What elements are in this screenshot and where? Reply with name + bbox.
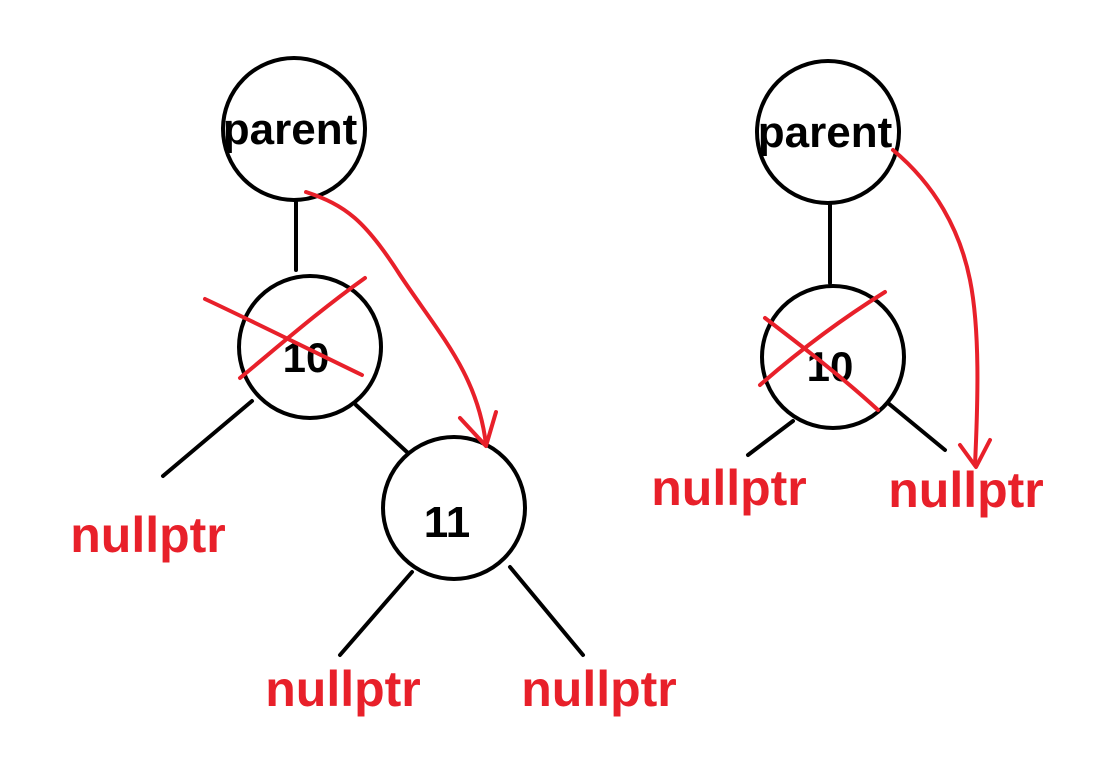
curved-arrow-icon [891,148,992,469]
edge-11-to-nullptr-right [508,565,585,657]
deleted-node-10: 10 [237,274,383,420]
parent-node-label: parent [223,105,358,154]
x-mark-icon [203,276,367,380]
edge-10-to-11 [354,403,410,455]
nullptr-label: nullptr [888,462,1044,518]
parent-node: parent [755,59,901,205]
nullptr-label: nullptr [70,507,226,563]
left-tree: parent 10 11 nullptr nullptr nullptr [70,56,677,717]
curved-arrow-icon [304,190,498,448]
right-tree: parent 10 nullptr nullptr [651,59,1044,518]
child-node-11: 11 [381,435,527,581]
x-mark-icon [758,290,887,412]
edge-11-to-nullptr-left [338,570,414,657]
edge-10-to-nullptr [161,399,254,478]
nullptr-label: nullptr [265,661,421,717]
parent-node-label: parent [758,108,893,157]
edge-10-to-nullptr-left [746,419,795,457]
nullptr-label: nullptr [521,661,677,717]
child-node-11-label: 11 [424,498,471,547]
edge-10-to-nullptr-right [886,401,947,452]
parent-node: parent [221,56,367,202]
nullptr-label: nullptr [651,460,807,516]
deleted-node-10: 10 [760,284,906,430]
